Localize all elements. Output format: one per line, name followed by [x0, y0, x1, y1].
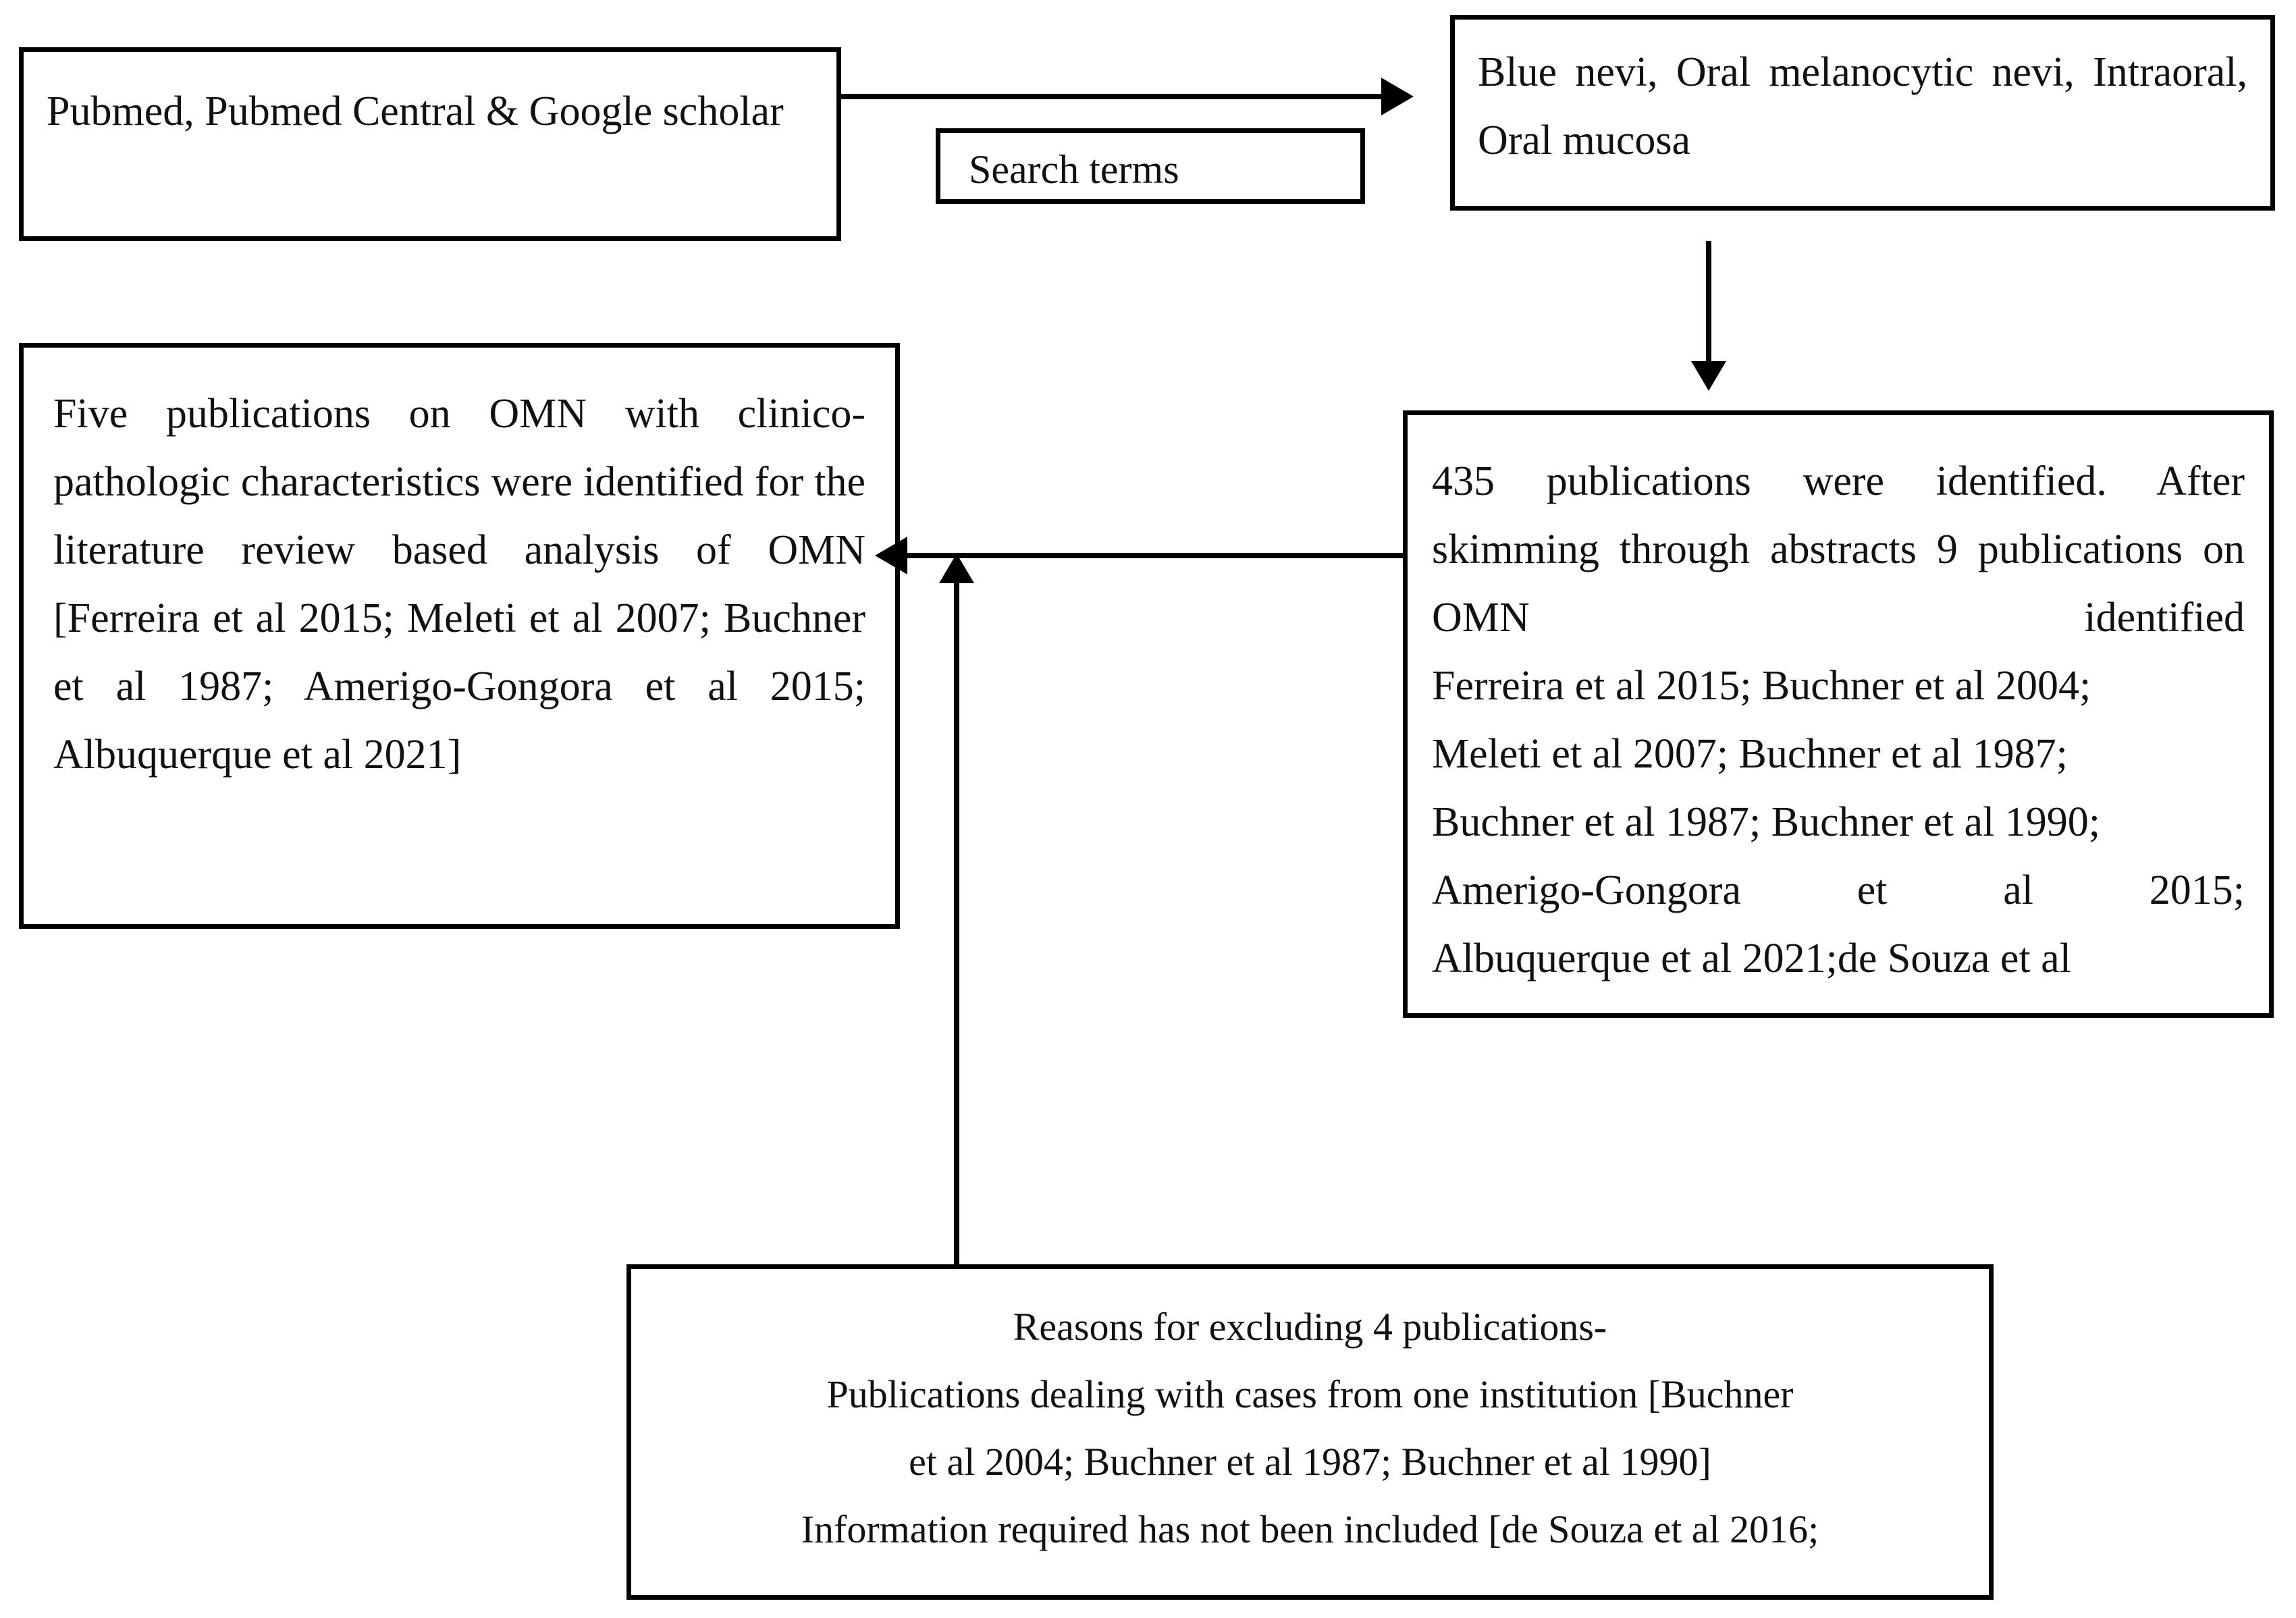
- records-identified-line-1: Ferreira et al 2015; Buchner et al 2004;: [1432, 663, 2091, 709]
- box-records-excluded: Reasons for excluding 4 publications- Pu…: [626, 1264, 1994, 1600]
- box-search-terms: Search terms: [936, 128, 1365, 204]
- box-records-identified: 435 publications were identified. After …: [1403, 410, 2274, 1018]
- studies-included-line-1: Albuquerque et al 2021]: [53, 732, 462, 778]
- box-records-excluded-text: Reasons for excluding 4 publications- Pu…: [631, 1293, 1989, 1563]
- box-records-identified-text: 435 publications were identified. After …: [1408, 448, 2269, 993]
- arrow-right-icon: [1381, 78, 1414, 115]
- records-excluded-line-3: Information required has not been includ…: [801, 1507, 1819, 1551]
- records-identified-line-4: Amerigo-Gongora et al 2015;: [1432, 867, 2245, 913]
- records-excluded-line-1: Publications dealing with cases from one…: [826, 1372, 1794, 1416]
- records-identified-line-3: Buchner et al 1987; Buchner et al 1990;: [1432, 799, 2101, 845]
- box-search-keywords-text: Blue nevi, Oral melanocytic nevi, Intrao…: [1478, 49, 2247, 163]
- records-excluded-line-2: et al 2004; Buchner et al 1987; Buchner …: [909, 1440, 1711, 1484]
- box-databases-searched-text: Pubmed, Pubmed Central & Google scholar: [47, 88, 784, 134]
- records-excluded-line-0: Reasons for excluding 4 publications-: [1013, 1305, 1607, 1349]
- arrow-up-icon: [939, 554, 974, 583]
- records-identified-line-5: Albuquerque et al 2021;de Souza et al: [1432, 936, 2071, 981]
- arrow-left-icon: [875, 537, 907, 574]
- arrow-keywords-to-results-line: [1706, 241, 1711, 366]
- box-search-keywords: Blue nevi, Oral melanocytic nevi, Intrao…: [1450, 15, 2275, 211]
- box-studies-included: Five publications on OMN with clinico-pa…: [19, 343, 900, 929]
- records-identified-line-0: 435 publications were identified. After …: [1432, 458, 2245, 641]
- arrow-excluded-to-flow-line: [954, 581, 959, 1266]
- arrow-sources-to-keywords-line: [841, 94, 1381, 99]
- arrow-results-to-included-line: [905, 553, 1404, 558]
- studies-included-line-0: Five publications on OMN with clinico-pa…: [53, 391, 865, 709]
- arrow-down-icon: [1691, 361, 1726, 391]
- box-databases-searched: Pubmed, Pubmed Central & Google scholar: [19, 47, 841, 241]
- box-studies-included-text: Five publications on OMN with clinico-pa…: [24, 380, 895, 789]
- records-identified-line-2: Meleti et al 2007; Buchner et al 1987;: [1432, 731, 2068, 777]
- box-search-terms-text: Search terms: [969, 147, 1179, 192]
